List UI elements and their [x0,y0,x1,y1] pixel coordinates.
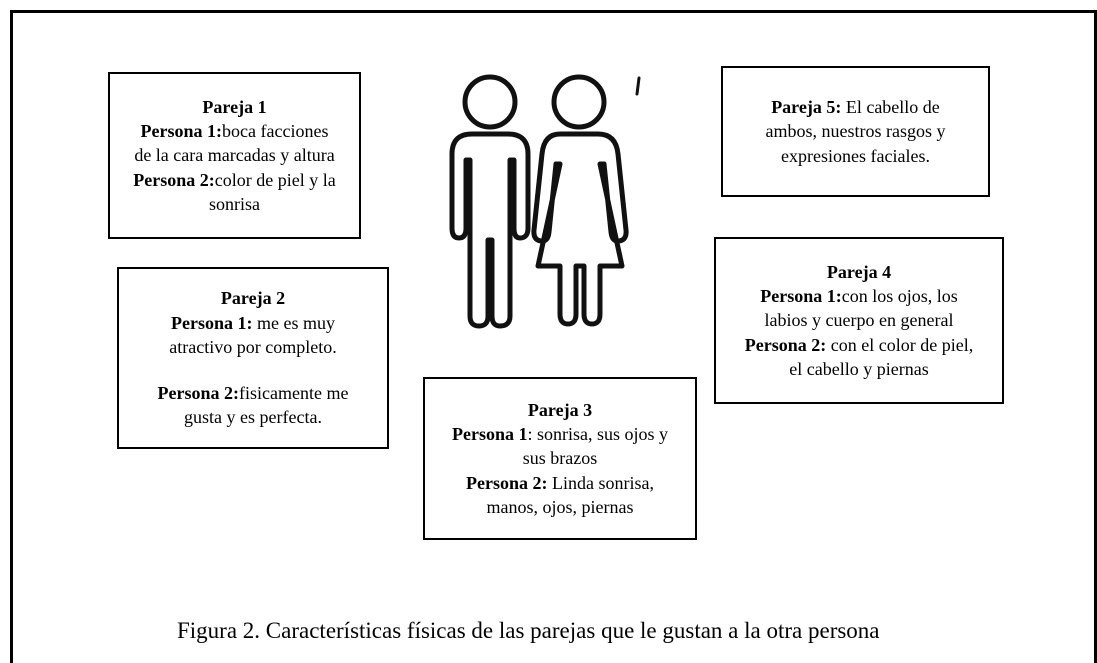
pareja-1-persona-1-text-a: boca facciones [222,121,329,142]
pareja-3-persona-1-text-b: sus brazos [522,448,598,469]
pareja-1-persona-1-label: Persona 1: [140,121,223,142]
pareja-4-title: Pareja 4 [826,261,892,282]
pareja-2-persona-2-text-a: fisicamente me [239,383,349,404]
pareja-3-persona-2-text-a: Linda sonrisa, [547,472,654,493]
pareja-2-persona-1-label: Persona 1: [171,312,253,333]
figure-frame [10,10,1097,663]
pareja-3-persona-1-text-a: : sonrisa, sus ojos y [527,424,668,445]
pareja-2-persona-1-text-b: atractivo por completo. [169,336,337,357]
pareja-5-text-c: expresiones faciales. [781,145,930,166]
figure-caption: Figura 2. Características físicas de las… [177,618,880,643]
pareja-4-persona-1-text-b: labios y cuerpo en general [764,310,954,331]
pareja-4-persona-2-text-b: el cabello y piernas [789,358,929,379]
pareja-2-persona-1-text-a: me es muy [252,312,335,333]
pareja-4-persona-2-text-a: con el color de piel, [826,334,974,355]
pareja-1-box: Pareja 1 Persona 1:boca facciones de la … [108,72,361,239]
pareja-1-title: Pareja 1 [202,96,267,117]
woman-icon [531,74,629,327]
pareja-2-box: Pareja 2 Persona 1: me es muy atractivo … [117,267,389,449]
man-icon [449,74,531,329]
pareja-3-persona-1-label: Persona 1 [451,424,528,445]
pareja-5-box: Pareja 5: El cabello de ambos, nuestros … [721,66,990,197]
pareja-3-persona-2-label: Persona 2: [466,472,548,493]
man-woman-couple-icon [432,68,647,348]
pareja-5-text-a: El cabello de [841,97,940,118]
pareja-4-persona-1-text-a: con los ojos, los [841,286,958,307]
pareja-4-box: Pareja 4 Persona 1:con los ojos, los lab… [714,237,1004,404]
pareja-2-persona-2-text-b: gusta y es perfecta. [184,407,322,428]
pareja-2-title: Pareja 2 [220,288,286,309]
pareja-2-persona-2-label: Persona 2: [157,383,240,404]
pareja-3-box: Pareja 3 Persona 1: sonrisa, sus ojos y … [423,377,697,540]
pareja-3-title: Pareja 3 [527,399,593,420]
pareja-1-persona-2-text-a: color de piel y la [214,169,336,190]
pareja-3-persona-2-text-b: manos, ojos, piernas [486,496,634,517]
pareja-5-label: Pareja 5: [771,97,842,118]
pareja-4-persona-2-label: Persona 2: [744,334,827,355]
pareja-1-persona-1-text-b: de la cara marcadas y altura [134,145,335,166]
pareja-1-persona-2-label: Persona 2: [133,169,215,190]
pareja-5-text-b: ambos, nuestros rasgos y [765,121,946,142]
pareja-1-persona-2-text-b: sonrisa [209,193,260,214]
pareja-4-persona-1-label: Persona 1: [760,286,842,307]
